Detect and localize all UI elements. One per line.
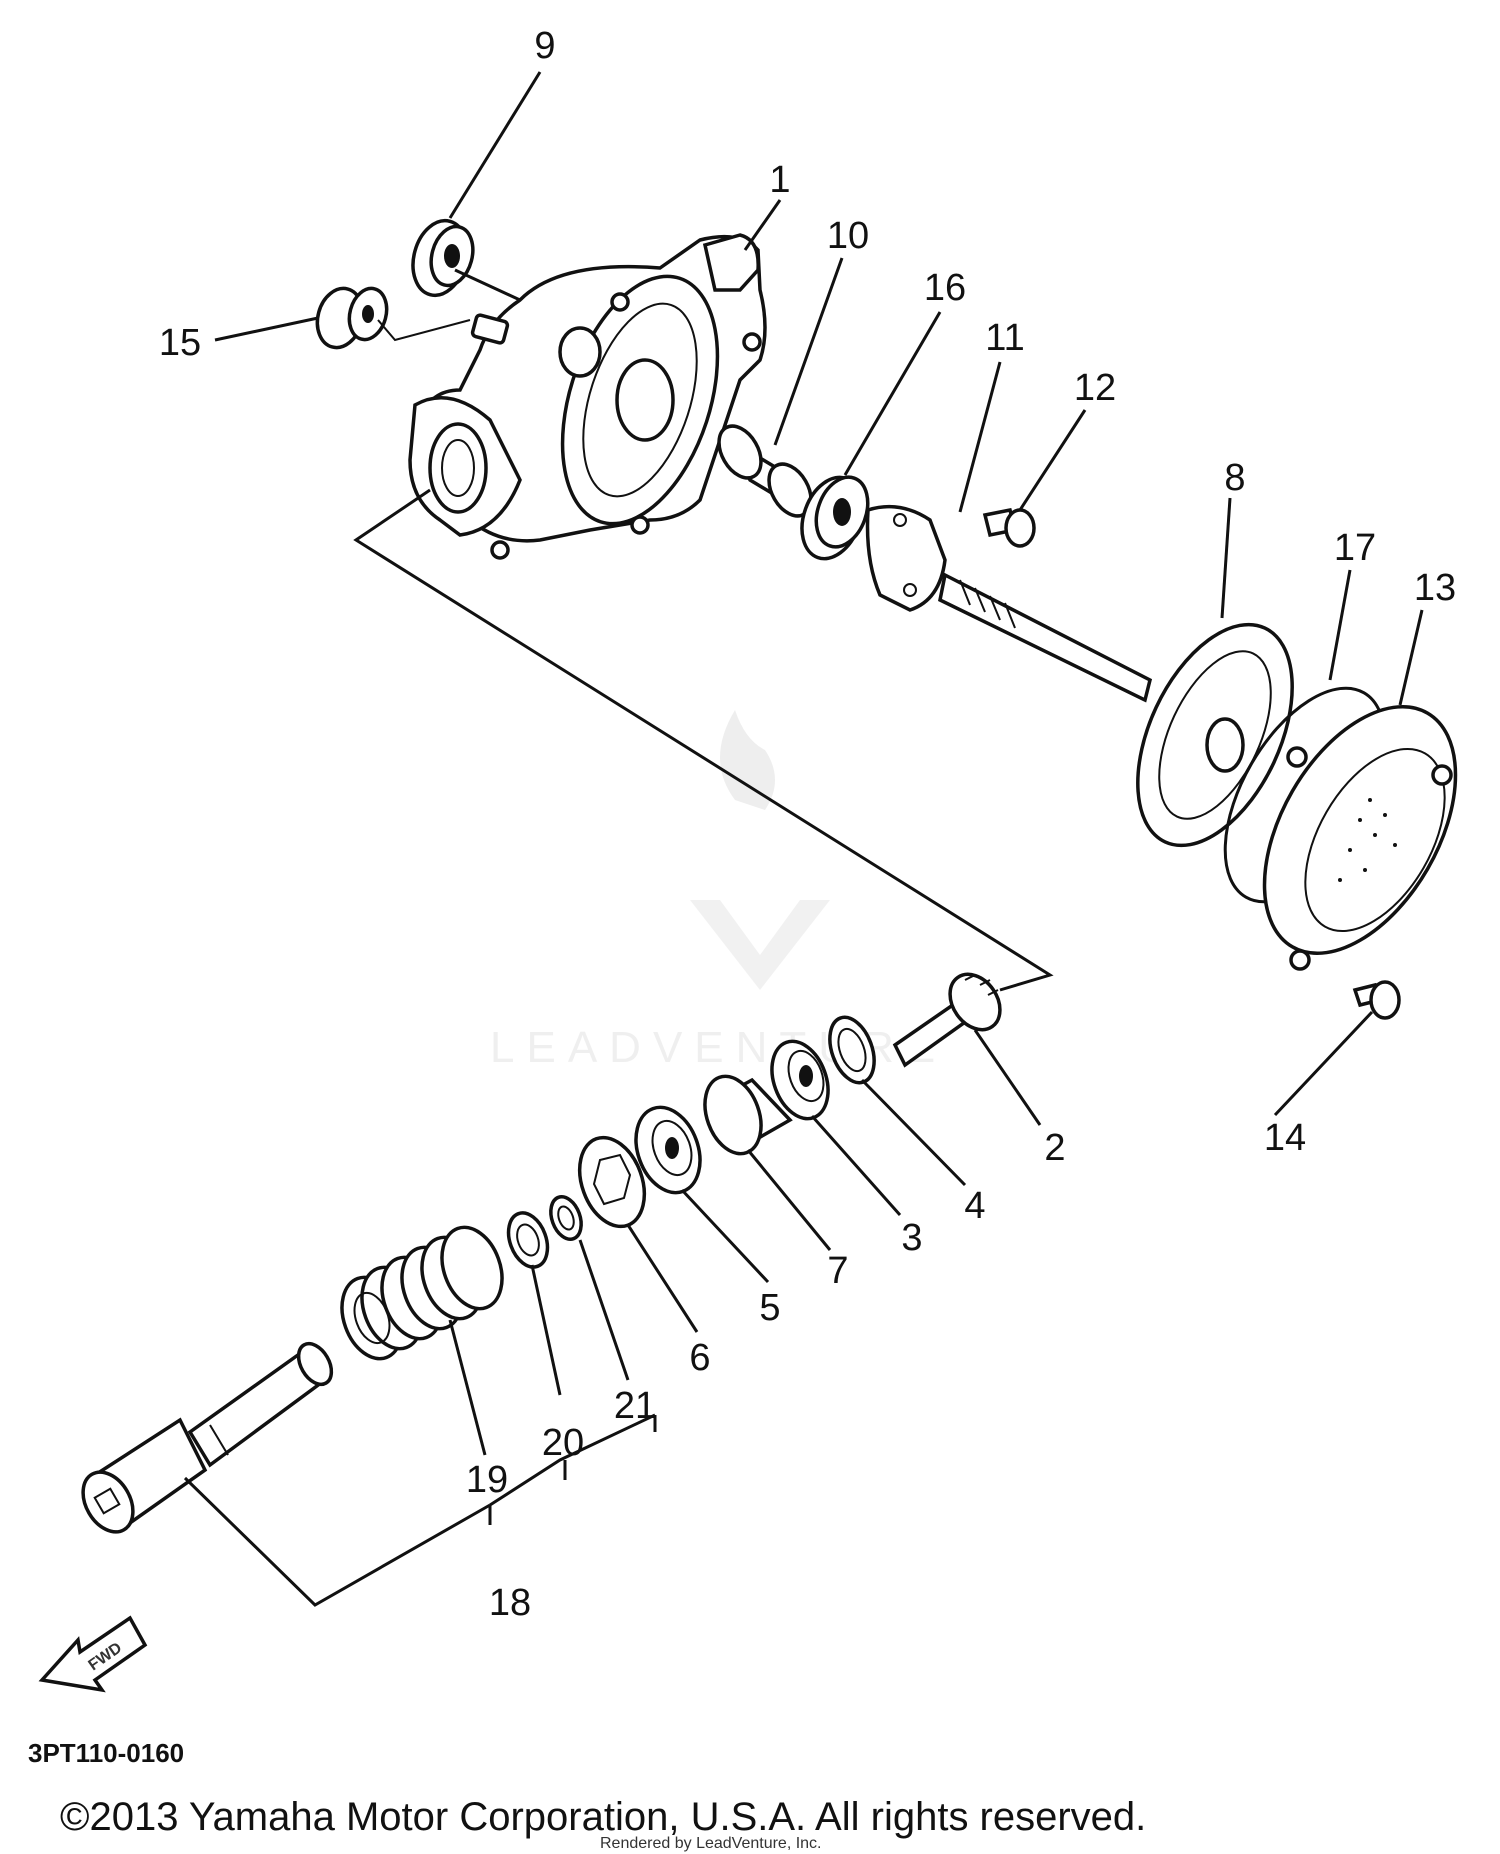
- part-label-12: 12: [1074, 367, 1116, 409]
- watermark-text: LEADVENTURE: [490, 1023, 947, 1072]
- part-label-10: 10: [827, 215, 869, 257]
- oil-seal-part-9: [411, 218, 521, 302]
- spring-part-19: [340, 1225, 504, 1361]
- part-label-19: 19: [466, 1459, 508, 1501]
- part-label-6: 6: [689, 1337, 710, 1379]
- part-label-11: 11: [985, 317, 1024, 359]
- bushing-part-15: [315, 286, 471, 350]
- part-label-17: 17: [1334, 527, 1376, 569]
- collar-part-10: [717, 424, 813, 518]
- drive-shaft-part-8: [938, 572, 1294, 848]
- copyright-text: ©2013 Yamaha Motor Corporation, U.S.A. A…: [60, 1795, 1146, 1839]
- retainer-plate-part-11: [865, 504, 947, 612]
- cam-shaft-part-18: [81, 1341, 334, 1534]
- part-label-15: 15: [159, 322, 201, 364]
- pinion-gear-part-2: [892, 972, 1002, 1068]
- part-label-21: 21: [614, 1385, 656, 1427]
- part-label-1: 1: [769, 159, 790, 201]
- part-label-2: 2: [1044, 1127, 1065, 1169]
- washer-part-4: [828, 1015, 876, 1085]
- part-label-13: 13: [1414, 567, 1456, 609]
- leader-lines: [183, 71, 1424, 1607]
- drawing-code: 3PT110-0160: [28, 1738, 184, 1768]
- part-label-7: 7: [827, 1250, 848, 1292]
- fwd-arrow-icon: FWD: [38, 1615, 148, 1693]
- part-label-18: 18: [489, 1582, 531, 1624]
- part-label-9: 9: [534, 25, 555, 67]
- part-label-8: 8: [1224, 457, 1245, 499]
- part-label-16: 16: [924, 267, 966, 309]
- watermark: LEADVENTURE: [490, 710, 947, 1072]
- part-label-20: 20: [542, 1422, 584, 1464]
- cover-part-13: [1262, 705, 1458, 971]
- collar-part-7: [703, 1074, 793, 1156]
- rendered-by-text: Rendered by LeadVenture, Inc.: [600, 1835, 822, 1852]
- final-drive-housing: [408, 233, 767, 560]
- part-label-14: 14: [1264, 1117, 1306, 1159]
- washer-part-20: [506, 1211, 550, 1269]
- part-label-3: 3: [901, 1217, 922, 1259]
- part-labels: 9 1 10 16 11 12 8 17 13 15 14 2 4 3 7 5 …: [159, 25, 1456, 1624]
- part-label-5: 5: [759, 1287, 780, 1329]
- bolt-part-14: [1352, 980, 1401, 1020]
- bolt-part-12: [982, 507, 1036, 548]
- lock-washer-part-21: [549, 1195, 583, 1241]
- bearing-part-5: [634, 1105, 702, 1195]
- part-label-4: 4: [964, 1185, 985, 1227]
- bearing-part-16: [800, 475, 870, 561]
- assembly-bracket-line: [353, 488, 1054, 992]
